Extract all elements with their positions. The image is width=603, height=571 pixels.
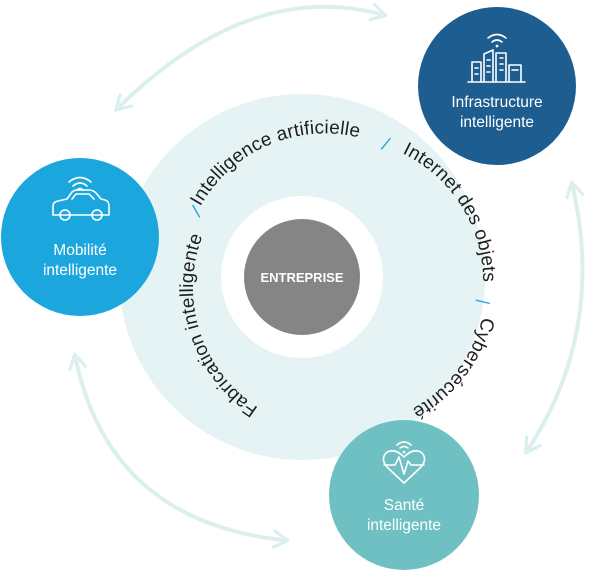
arrow-right <box>524 180 585 455</box>
node-mobility: Mobilité intelligente <box>1 158 159 316</box>
node-infrastructure-circle <box>418 7 576 165</box>
core-label: ENTREPRISE <box>260 270 343 285</box>
node-mobility-label-line1: Mobilité <box>53 242 106 259</box>
node-infrastructure-label-line1: Infrastructure <box>451 94 542 111</box>
node-infrastructure: Infrastructure intelligente <box>418 7 576 165</box>
ring-separator: / <box>471 299 492 306</box>
node-mobility-label-line2: intelligente <box>43 262 117 279</box>
node-health-circle <box>329 420 479 570</box>
car-wifi-icon <box>52 176 110 221</box>
node-health-label-line2: intelligente <box>367 517 441 534</box>
arrow-top-left <box>114 2 388 112</box>
node-mobility-circle <box>1 158 159 316</box>
core-circle <box>244 219 360 335</box>
heart-heartbeat-wifi-icon <box>382 441 426 484</box>
arrow-bottom-left <box>68 352 290 549</box>
node-health-label-line1: Santé <box>384 497 425 514</box>
city-buildings-wifi-icon <box>467 33 526 83</box>
node-health: Santé intelligente <box>329 420 479 570</box>
node-infrastructure-label-line2: intelligente <box>460 114 534 131</box>
